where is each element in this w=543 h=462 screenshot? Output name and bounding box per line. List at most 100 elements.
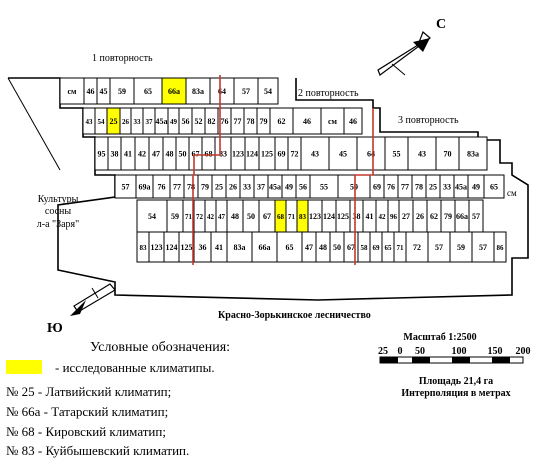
plot-number: 43: [418, 150, 426, 159]
plot-number: 71: [185, 213, 193, 221]
plot-number: 64: [367, 150, 375, 159]
plot-number: 77: [401, 183, 409, 192]
plot-number: 68: [277, 213, 285, 221]
plot-cell: [300, 136, 330, 171]
plot-number: 124: [323, 212, 335, 221]
plot-number: 66а: [168, 87, 180, 96]
plot-number: 54: [148, 212, 156, 221]
left-area-line2: сосны: [45, 206, 71, 217]
scale-tick-label: 50: [415, 346, 425, 357]
plot-number: 48: [319, 243, 327, 252]
plot-number: 54: [264, 87, 272, 96]
plot-number: 125: [261, 150, 273, 159]
plot-number: 62: [278, 117, 286, 126]
plot-number: 45а: [269, 183, 281, 192]
plot-number: 67: [347, 243, 355, 252]
plot-number: 38: [111, 150, 119, 159]
plot-number: 76: [221, 117, 229, 126]
legend-item-83: № 83 - Куйбышевский климатип.: [6, 443, 190, 458]
plot-number: 47: [305, 243, 313, 252]
plot-number: 56: [182, 117, 190, 126]
plot-number: 125: [337, 212, 349, 221]
forestry-label: Красно-Зорькинское лесничество: [218, 310, 371, 321]
right-label: см: [507, 188, 517, 198]
plot-number: 64: [218, 87, 226, 96]
plot-number: 123: [232, 150, 244, 159]
plot-number: см: [68, 87, 78, 96]
plot-number: 54: [98, 118, 106, 126]
left-area-line3: л-а "Заря": [37, 219, 79, 230]
plot-number: 46: [303, 117, 311, 126]
plot-number: 49: [285, 183, 293, 192]
plot-number: 50: [247, 212, 255, 221]
plot-cell: [185, 77, 211, 105]
plot-number: 123: [151, 243, 163, 252]
plot-cell: [458, 136, 488, 171]
plot-number: 58: [361, 244, 369, 252]
scale-tick-label: 150: [488, 346, 503, 357]
plot-number: 96: [390, 213, 398, 221]
scale-area: Площадь 21,4 га: [419, 376, 493, 387]
scale-title: Масштаб 1:2500: [403, 332, 476, 343]
plot-number: 25: [110, 117, 118, 126]
rep3-label: 3 повторность: [398, 115, 459, 126]
plot-number: 33: [134, 118, 142, 126]
plot-number: 37: [257, 183, 265, 192]
plot-number: 124: [246, 150, 258, 159]
plot-number: 59: [171, 212, 179, 221]
plot-number: 69а: [139, 183, 151, 192]
sector-boundaries: [192, 75, 374, 265]
plot-number: 42: [138, 150, 146, 159]
plot-number: 43: [86, 118, 94, 126]
plot-number: 36: [199, 243, 207, 252]
plot-cell: [251, 231, 278, 263]
plot-number: 52: [195, 117, 203, 126]
north-arrow-icon: С: [377, 17, 446, 76]
scale-tick-label: 100: [452, 346, 467, 357]
plot-number: 69: [373, 183, 381, 192]
plot-number: 72: [196, 213, 204, 221]
plot-number: 65: [385, 244, 393, 252]
legend-swatch: [6, 360, 42, 374]
plot-number: 43: [311, 150, 319, 159]
plot-number: 45: [339, 150, 347, 159]
plot-number: 71: [288, 213, 296, 221]
south-label: Ю: [47, 321, 63, 336]
rep1-label: 1 повторность: [92, 53, 153, 64]
scale-tick-label: 200: [516, 346, 531, 357]
plot-number: 66а: [456, 212, 468, 221]
plot-cell: [209, 77, 235, 105]
plot-cell: [233, 77, 259, 105]
plot-number: 42: [207, 213, 215, 221]
plot-number: 26: [122, 118, 130, 126]
plot-number: 48: [231, 212, 239, 221]
plot-number: 77: [234, 117, 242, 126]
plot-number: 45а: [455, 183, 467, 192]
plot-number: 25: [215, 183, 223, 192]
plot-number: 41: [366, 212, 374, 221]
plot-number: 123: [309, 212, 321, 221]
north-label: С: [436, 17, 446, 32]
plot-number: 83: [299, 213, 307, 221]
plot-number: 70: [444, 150, 452, 159]
legend-swatch-text: - исследованные климатипы.: [55, 360, 215, 375]
plot-number: 77: [173, 183, 181, 192]
plot-number: см: [328, 117, 338, 126]
plot-grid: см 46 45 59 65 66а 83а 64 57 54 43 54 25 26 33 37 45а 49 5…: [59, 77, 507, 263]
legend-item-25: № 25 - Латвийский климатип;: [6, 384, 172, 399]
plot-number: 65: [286, 243, 294, 252]
plot-number: 78: [415, 183, 423, 192]
south-arrow-icon: Ю: [47, 283, 116, 336]
plot-number: 56: [299, 183, 307, 192]
plot-number: 55: [393, 150, 401, 159]
plot-number: 83а: [234, 243, 246, 252]
plot-number: 59: [118, 87, 126, 96]
plot-number: 50: [333, 243, 341, 252]
plot-number: 83а: [467, 150, 479, 159]
plot-number: 33: [443, 183, 451, 192]
plot-number: 45а: [156, 117, 168, 126]
plot-number: 65: [490, 183, 498, 192]
plot-number: 57: [122, 183, 130, 192]
